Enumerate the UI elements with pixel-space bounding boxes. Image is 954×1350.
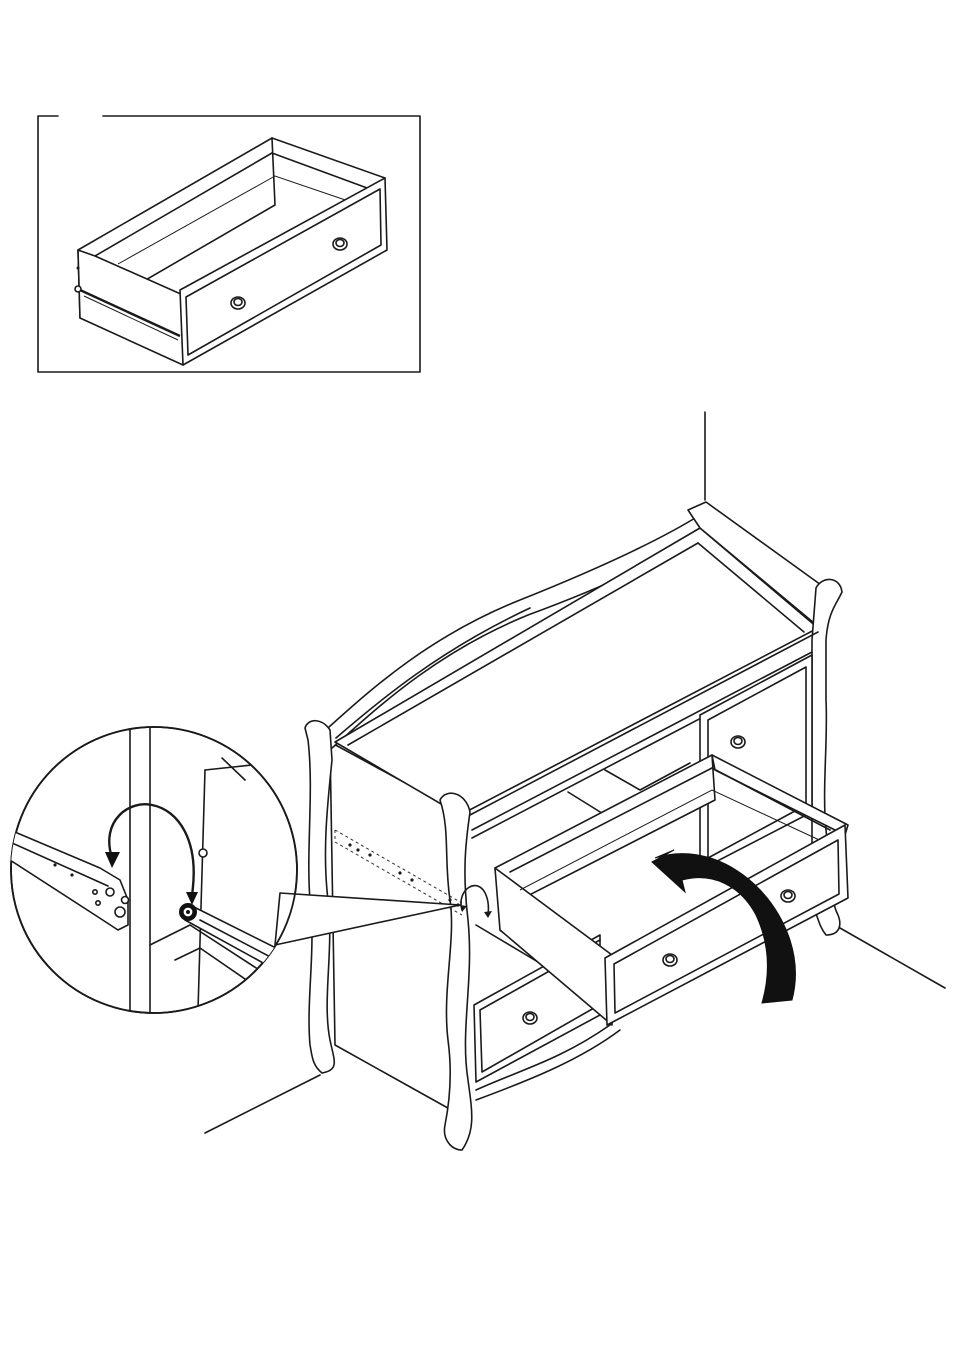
knob-icon (231, 297, 245, 309)
changing-table-dresser (305, 502, 842, 1150)
knob-icon (523, 1012, 537, 1024)
drawer-icon (75, 138, 387, 365)
knob-icon (333, 238, 347, 250)
knob-icon (663, 954, 677, 966)
inset-panel (38, 116, 420, 372)
knob-icon (731, 736, 745, 748)
knob-icon (781, 890, 795, 902)
